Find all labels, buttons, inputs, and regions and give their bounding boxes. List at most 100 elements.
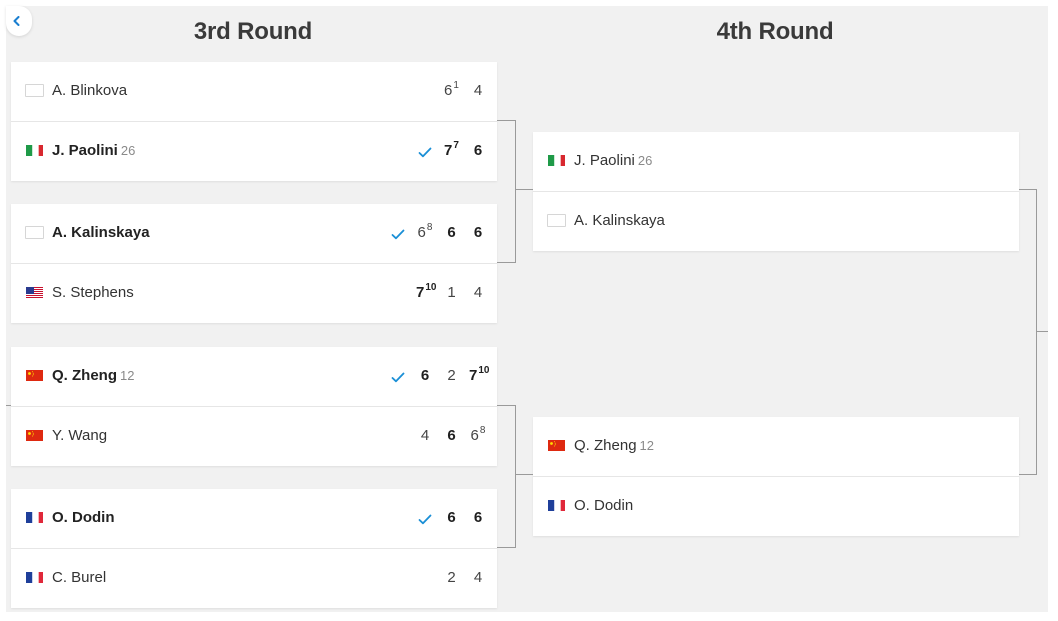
flag-italy-icon xyxy=(25,144,44,157)
bracket-connector xyxy=(497,405,515,406)
flag-placeholder-icon xyxy=(25,226,44,239)
set-games: 6 xyxy=(473,509,483,526)
set-games: 6 xyxy=(417,224,426,241)
checkmark-icon xyxy=(391,227,405,245)
bracket-connector xyxy=(6,405,11,406)
set-games: 4 xyxy=(473,569,483,586)
set-games: 6 xyxy=(470,427,479,444)
bracket-connector xyxy=(497,120,515,121)
bracket-connector xyxy=(515,120,516,263)
player-name[interactable]: O. Dodin xyxy=(574,496,633,516)
set-score: 2 xyxy=(443,568,461,588)
player-row-r4-0-1[interactable]: A. Kalinskaya xyxy=(533,192,1019,251)
seed-number: 26 xyxy=(637,153,653,168)
back-button[interactable] xyxy=(6,6,32,36)
player-name-text: C. Burel xyxy=(52,569,107,586)
player-row-r4-1-1[interactable]: O. Dodin xyxy=(533,477,1019,536)
seed-number: 12 xyxy=(639,438,655,453)
set-score: 6 xyxy=(416,366,434,386)
bracket-connector xyxy=(515,474,533,475)
player-name[interactable]: A. Blinkova xyxy=(52,81,127,101)
flag-china-icon xyxy=(547,439,566,452)
player-name[interactable]: S. Stephens xyxy=(52,283,134,303)
player-name-text: A. Kalinskaya xyxy=(52,224,150,241)
bracket-connector xyxy=(515,405,516,548)
player-name[interactable]: C. Burel xyxy=(52,568,106,588)
row-divider xyxy=(533,476,1019,477)
checkmark-icon xyxy=(418,145,432,163)
player-name-text: S. Stephens xyxy=(52,284,134,301)
set-score: 6 xyxy=(443,508,461,528)
player-name[interactable]: O. Dodin xyxy=(52,508,115,528)
set-score: 6 xyxy=(443,426,461,446)
flag-china-icon xyxy=(25,429,44,442)
set-score: 6 xyxy=(443,223,461,243)
tiebreak-score: 10 xyxy=(478,365,490,376)
set-score: 6 xyxy=(469,141,487,161)
seed-number: 12 xyxy=(120,368,135,383)
flag-france-icon xyxy=(547,499,566,512)
player-row-r3-0-0[interactable]: A. Blinkova 61 4 xyxy=(11,62,497,121)
set-games: 6 xyxy=(473,142,483,159)
flag-china-icon xyxy=(25,369,44,382)
set-score: 710 xyxy=(469,365,490,388)
set-games: 7 xyxy=(416,284,425,301)
set-score: 6 xyxy=(469,223,487,243)
row-divider xyxy=(11,263,497,264)
set-score: 61 xyxy=(443,80,461,103)
player-name[interactable]: A. Kalinskaya xyxy=(574,211,665,231)
row-divider xyxy=(11,548,497,549)
flag-placeholder-icon xyxy=(547,214,566,227)
player-name-text: A. Blinkova xyxy=(52,82,128,99)
row-divider xyxy=(11,121,497,122)
row-divider xyxy=(533,191,1019,192)
checkmark-icon xyxy=(391,370,405,388)
set-score: 6 xyxy=(469,508,487,528)
set-games: 7 xyxy=(469,367,478,384)
player-name-text: J. Paolini xyxy=(574,152,635,169)
player-name-text: A. Kalinskaya xyxy=(574,212,665,229)
player-name-text: O. Dodin xyxy=(52,509,115,526)
bracket-connector xyxy=(1036,189,1037,475)
set-games: 4 xyxy=(473,82,483,99)
set-games: 2 xyxy=(447,367,456,384)
set-games: 7 xyxy=(444,142,453,159)
tiebreak-score: 1 xyxy=(453,80,459,91)
player-name-text: O. Dodin xyxy=(574,497,634,514)
flag-usa-icon xyxy=(25,286,44,299)
flag-france-icon xyxy=(25,571,44,584)
round-title-3rd: 3rd Round xyxy=(193,18,313,45)
flag-france-icon xyxy=(25,511,44,524)
bracket-connector xyxy=(1036,331,1048,332)
set-games: 6 xyxy=(420,367,430,384)
set-games: 6 xyxy=(447,224,456,241)
set-score: 68 xyxy=(416,222,434,245)
player-name-text: J. Paolini xyxy=(52,142,118,159)
set-games: 4 xyxy=(420,427,430,444)
bracket-connector xyxy=(1019,474,1037,475)
player-name[interactable]: Y. Wang xyxy=(52,426,107,446)
flag-italy-icon xyxy=(547,154,566,167)
player-name[interactable]: A. Kalinskaya xyxy=(52,223,150,243)
chevron-left-icon xyxy=(13,16,20,26)
set-score: 710 xyxy=(416,282,436,305)
